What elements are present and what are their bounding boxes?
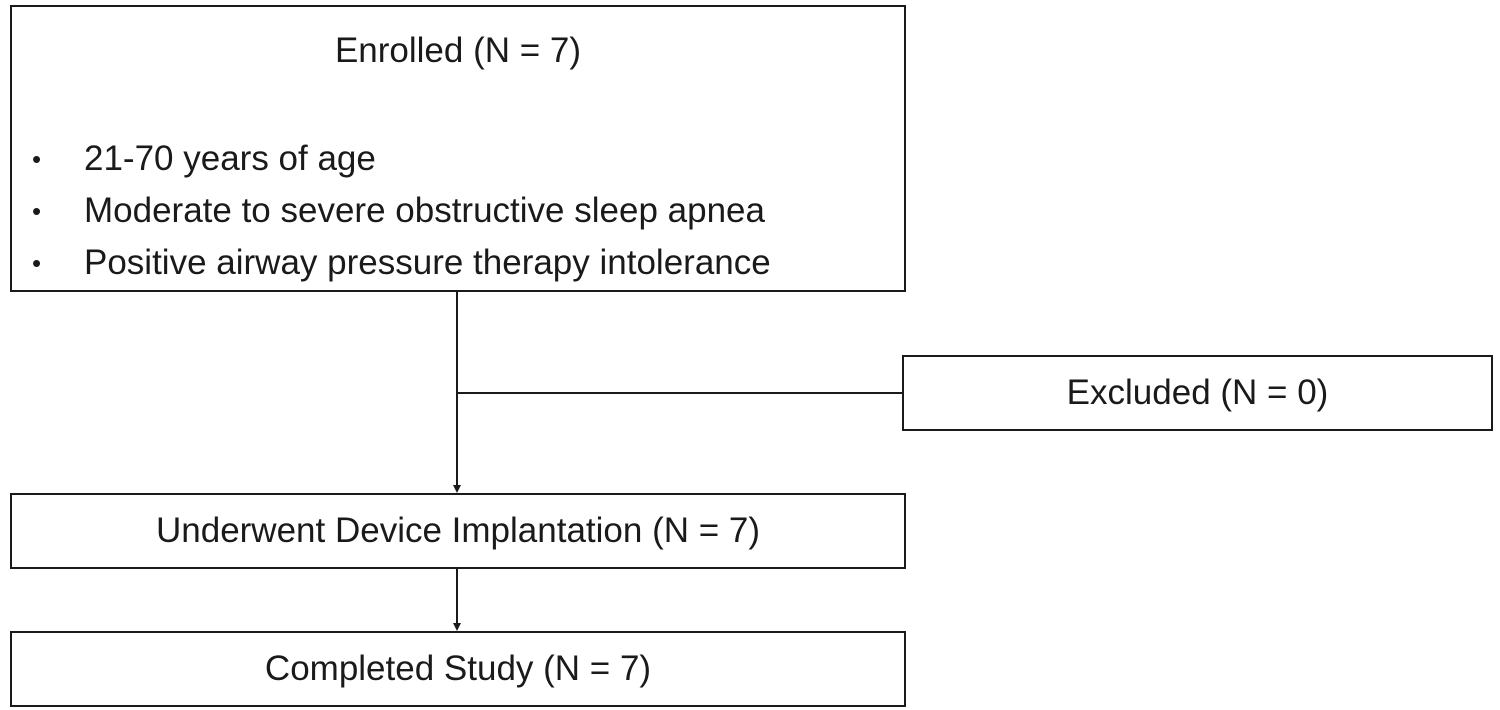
excluded-title: Excluded (N = 0) xyxy=(1066,373,1329,412)
bullet-icon: • xyxy=(32,196,42,226)
criteria-text: Moderate to severe obstructive sleep apn… xyxy=(84,191,765,230)
eligibility-criteria-list: • 21-70 years of age • Moderate to sever… xyxy=(12,133,771,289)
arrowhead-implantation xyxy=(453,485,461,493)
excluded-box: Excluded (N = 0) xyxy=(902,355,1493,431)
enrolled-title: Enrolled (N = 7) xyxy=(334,31,582,70)
criteria-text: 21-70 years of age xyxy=(84,139,376,178)
criteria-item-osa-severity: • Moderate to severe obstructive sleep a… xyxy=(12,185,771,237)
bullet-icon: • xyxy=(32,248,42,278)
criteria-text: Positive airway pressure therapy intoler… xyxy=(84,243,771,282)
arrowhead-completed xyxy=(453,623,461,631)
completed-title: Completed Study (N = 7) xyxy=(264,649,652,688)
completed-box: Completed Study (N = 7) xyxy=(10,631,906,707)
bullet-icon: • xyxy=(32,144,42,174)
implantation-title: Underwent Device Implantation (N = 7) xyxy=(155,511,761,550)
enrolled-box: Enrolled (N = 7) • 21-70 years of age • … xyxy=(10,5,906,292)
criteria-item-age: • 21-70 years of age xyxy=(12,133,771,185)
implantation-box: Underwent Device Implantation (N = 7) xyxy=(10,493,906,569)
criteria-item-pap-intolerance: • Positive airway pressure therapy intol… xyxy=(12,237,771,289)
